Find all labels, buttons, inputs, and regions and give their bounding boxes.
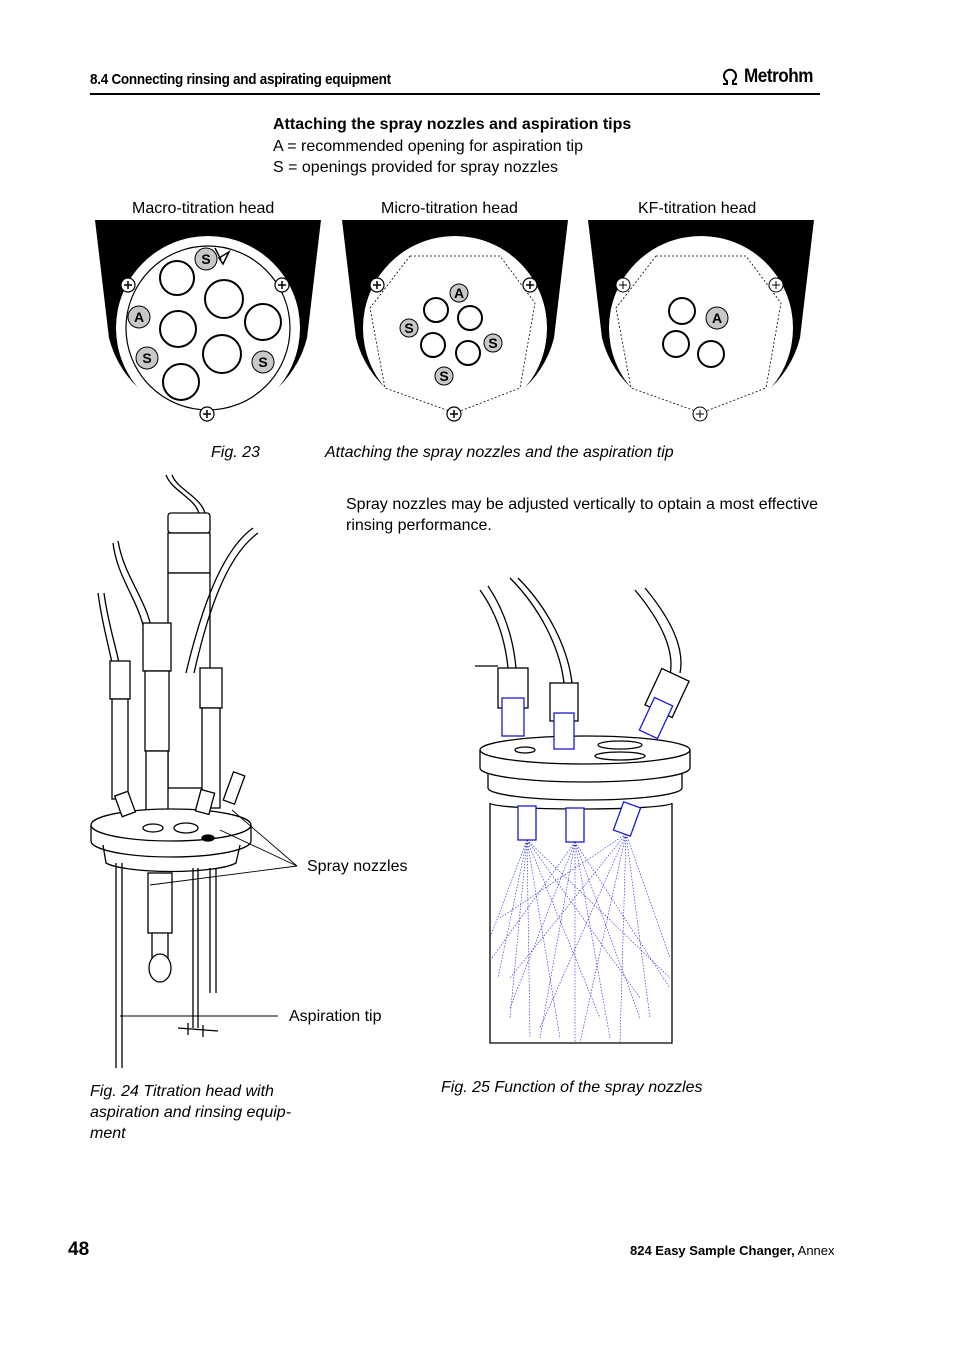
kf-titration-head-diagram: A xyxy=(588,220,814,422)
fig23-number: Fig. 23 xyxy=(211,444,260,461)
fig25-caption: Fig. 25 Function of the spray nozzles xyxy=(441,1079,703,1096)
spray-nozzles-callout: Spray nozzles xyxy=(307,858,408,875)
kf-head-label: KF-titration head xyxy=(638,200,757,217)
macro-mark-s2: S xyxy=(142,350,151,366)
micro-head-label: Micro-titration head xyxy=(381,200,518,217)
macro-head-label: Macro-titration head xyxy=(132,200,275,217)
omega-logo-icon xyxy=(723,68,737,85)
kf-mark-a: A xyxy=(712,310,722,326)
fig24-caption-line1: Fig. 24 Titration head with xyxy=(90,1083,274,1100)
header-rule xyxy=(90,93,820,95)
macro-mark-s3: S xyxy=(258,354,267,370)
titration-head-equipment-drawing xyxy=(90,474,259,1068)
micro-mark-s3: S xyxy=(439,368,448,384)
fig24-caption-line2: aspiration and rinsing equip- xyxy=(90,1104,292,1121)
micro-mark-a: A xyxy=(454,285,464,301)
page-number: 48 xyxy=(68,1239,90,1260)
fig23-caption: Attaching the spray nozzles and the aspi… xyxy=(325,444,674,461)
micro-mark-s1: S xyxy=(404,320,413,336)
micro-mark-s2: S xyxy=(488,335,497,351)
brand-logo: Metrohm xyxy=(720,66,821,88)
footer-product-suffix: Annex xyxy=(794,1243,835,1258)
spray-function-drawing xyxy=(475,577,691,1044)
aspiration-tip-callout: Aspiration tip xyxy=(289,1008,382,1025)
micro-titration-head-diagram: A S S S xyxy=(342,220,568,422)
section-title: Attaching the spray nozzles and aspirati… xyxy=(273,116,632,133)
macro-mark-a: A xyxy=(134,309,144,325)
section-header: 8.4 Connecting rinsing and aspirating eq… xyxy=(90,71,391,88)
footer-product-name: 824 Easy Sample Changer, xyxy=(630,1243,795,1258)
legend-s: S = openings provided for spray nozzles xyxy=(273,159,559,176)
footer-product: 824 Easy Sample Changer, Annex xyxy=(630,1243,835,1258)
brand-name: Metrohm xyxy=(744,66,814,87)
macro-mark-s1: S xyxy=(201,251,210,267)
fig24-caption-line3: ment xyxy=(90,1125,126,1142)
legend-a: A = recommended opening for aspiration t… xyxy=(273,138,583,155)
spray-adjust-paragraph: Spray nozzles may be adjusted vertically… xyxy=(346,496,818,534)
macro-titration-head-diagram: S A S S xyxy=(95,220,321,422)
